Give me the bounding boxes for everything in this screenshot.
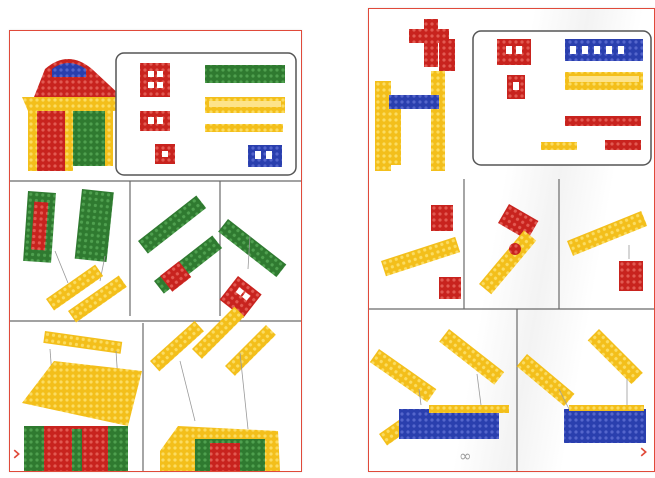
step-5-illustration bbox=[150, 307, 280, 471]
step-1-illustration bbox=[381, 205, 461, 299]
step-2-illustration bbox=[479, 204, 538, 294]
assembled-animal-model bbox=[375, 19, 455, 171]
step-3-illustration bbox=[567, 211, 647, 291]
right-page-illustrations bbox=[369, 9, 654, 471]
step-2-illustration bbox=[138, 195, 222, 293]
step-3-illustration bbox=[218, 219, 286, 318]
instruction-page-left bbox=[9, 30, 302, 472]
step-1-illustration bbox=[23, 189, 127, 322]
corner-arrow-icon bbox=[639, 447, 649, 457]
corner-arrow-icon bbox=[12, 449, 22, 459]
step-5-illustration bbox=[517, 329, 646, 443]
left-page-illustrations bbox=[10, 31, 301, 471]
step-4-illustration bbox=[370, 329, 509, 445]
instruction-page-right: ∞ bbox=[368, 8, 655, 472]
parts-list-panel bbox=[473, 31, 651, 165]
parts-list-panel bbox=[116, 53, 296, 175]
step-4-illustration bbox=[22, 331, 142, 471]
infinity-mark: ∞ bbox=[459, 447, 472, 465]
assembled-hut-model bbox=[22, 59, 125, 171]
